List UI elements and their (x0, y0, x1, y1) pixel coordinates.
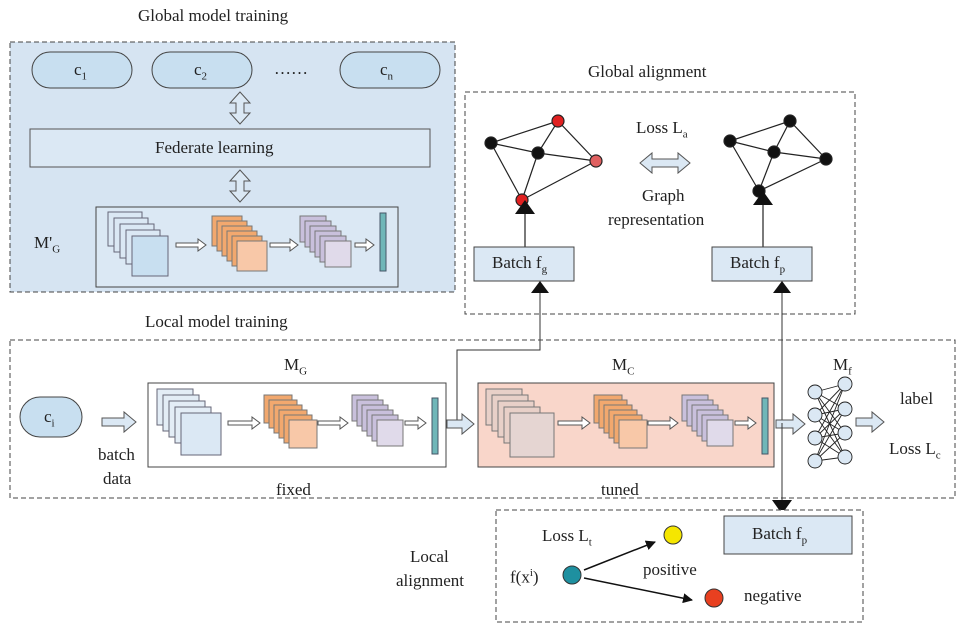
client-ci (19, 396, 83, 438)
graph-node (531, 146, 545, 160)
anchor-node (562, 565, 582, 585)
client-ci-label: ci (44, 407, 55, 430)
graph-node (484, 136, 498, 150)
mg-label: MG (284, 355, 308, 378)
horizontal-double-arrow-icon (639, 151, 691, 175)
federate-learning-box (29, 128, 431, 168)
right-arrow-icon (855, 410, 885, 434)
graph-node-red (589, 154, 603, 168)
right-arrow-icon (101, 410, 137, 434)
mg-layers (156, 388, 439, 456)
mc-label: MC (612, 355, 635, 378)
client-cn-label: cn (380, 60, 394, 83)
right-arrow-icon (446, 412, 475, 436)
graph-left (484, 114, 603, 207)
batch-fg-box (473, 246, 575, 282)
positive-label: positive (643, 560, 697, 579)
graph-rep-line1: Graph (642, 186, 685, 205)
positive-node (663, 525, 683, 545)
mf-network (807, 376, 853, 469)
local-alignment-title-line2: alignment (396, 571, 464, 590)
ellipsis: …… (274, 59, 308, 78)
loss-lc-label: Loss Lc (889, 439, 941, 462)
negative-node (704, 588, 724, 608)
client-c1-label: c1 (74, 60, 88, 83)
fx-label: f(xi) (510, 567, 539, 587)
local-alignment-title-line1: Local (410, 547, 449, 566)
client-c2 (151, 51, 253, 89)
client-c2-label: c2 (194, 60, 208, 83)
fixed-label: fixed (276, 480, 311, 499)
federate-learning-label: Federate learning (155, 138, 274, 157)
graph-right (723, 114, 833, 198)
batch-fp-top-label: Batch fp (730, 253, 786, 276)
client-c1 (31, 51, 133, 89)
up-arrow-icon (753, 191, 773, 205)
up-arrow-icon (773, 281, 791, 293)
mc-layers (485, 388, 769, 458)
local-training-title: Local model training (145, 312, 288, 331)
batch-fg-label: Batch fg (492, 253, 548, 276)
global-training-title: Global model training (138, 6, 289, 25)
negative-label: negative (744, 586, 802, 605)
right-arrow-icon (775, 412, 806, 436)
graph-node (783, 114, 797, 128)
global-model-label: M'G (34, 233, 61, 256)
output-label: label (900, 389, 934, 408)
graph-node-red (551, 114, 565, 128)
loss-lt-label: Loss Lt (542, 526, 592, 549)
batch-data-line2: data (103, 469, 132, 488)
up-arrow-icon (531, 281, 549, 293)
down-arrow-icon (772, 500, 792, 514)
graph-rep-line2: representation (608, 210, 705, 229)
client-cn (339, 51, 441, 89)
graph-node (723, 134, 737, 148)
double-arrow-icon (228, 91, 252, 125)
graph-node (819, 152, 833, 166)
up-arrow-icon (515, 200, 535, 214)
batch-fp-box-top (711, 246, 813, 282)
global-alignment-title: Global alignment (588, 62, 707, 81)
batch-data-line1: batch (98, 445, 135, 464)
mf-label: Mf (833, 355, 852, 378)
global-model-layers (107, 211, 387, 277)
double-arrow-icon (228, 169, 252, 203)
tuned-label: tuned (601, 480, 639, 499)
graph-node (767, 145, 781, 159)
batch-fp-bottom-label: Batch fp (752, 524, 808, 547)
local-training-panel (9, 339, 956, 499)
loss-la-label: Loss La (636, 118, 688, 141)
batch-fp-box-bottom (723, 515, 853, 555)
